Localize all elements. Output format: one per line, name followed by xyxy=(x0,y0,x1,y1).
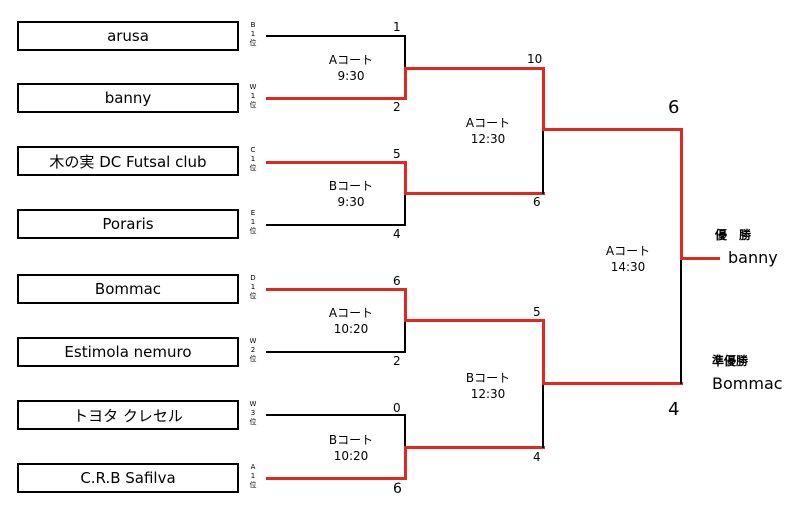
bracket-line xyxy=(404,414,406,447)
team-box: 木の実 DC Futsal club xyxy=(17,146,239,176)
bracket-line xyxy=(266,351,406,353)
score: 10 xyxy=(527,52,543,66)
bracket-line xyxy=(266,414,406,416)
score: 5 xyxy=(393,147,401,161)
score: 2 xyxy=(393,100,401,114)
team-box: Poraris xyxy=(17,209,239,239)
team-name: C.R.B Safilva xyxy=(80,469,176,487)
score: 0 xyxy=(393,401,401,415)
final-score: 6 xyxy=(668,97,680,118)
team-name: Bommac xyxy=(94,280,162,298)
bracket-line-winner xyxy=(266,161,407,164)
score: 5 xyxy=(533,305,541,319)
final-score: 4 xyxy=(668,399,680,420)
team-box: C.R.B Safilva xyxy=(17,463,239,493)
bracket-line xyxy=(680,257,682,384)
bracket-line-winner xyxy=(542,128,683,131)
bracket-line xyxy=(266,35,406,37)
score: 4 xyxy=(533,450,541,464)
score: 4 xyxy=(393,227,401,241)
bracket-line-winner xyxy=(542,319,545,385)
bracket-line-winner xyxy=(266,477,407,480)
team-name: Estimola nemuro xyxy=(64,343,192,361)
bracket-line xyxy=(542,129,544,194)
score: 1 xyxy=(393,20,401,34)
team-name: 木の実 DC Futsal club xyxy=(49,152,207,171)
bracket-line-winner xyxy=(404,67,545,70)
team-box: トヨタ クレセル xyxy=(17,400,239,430)
score: 6 xyxy=(533,195,541,209)
bracket-line-winner xyxy=(404,446,407,480)
score: 6 xyxy=(393,274,401,288)
bracket-line xyxy=(266,224,406,226)
team-box: Bommac xyxy=(17,274,239,304)
bracket-line-winner xyxy=(680,128,683,259)
bracket-line-winner xyxy=(680,257,720,260)
bracket-line xyxy=(542,384,544,448)
bracket-line-winner xyxy=(404,67,407,100)
team-name: トヨタ クレセル xyxy=(73,406,183,425)
bracket-line-winner xyxy=(266,97,406,100)
team-box: banny xyxy=(17,83,239,113)
bracket-line-winner xyxy=(404,192,545,195)
bracket-line xyxy=(404,320,406,353)
bracket-line-winner xyxy=(542,382,683,385)
team-box: arusa xyxy=(17,21,239,51)
bracket-line-winner xyxy=(542,67,545,130)
score: 2 xyxy=(393,354,401,368)
runnerup-label: 準優勝 xyxy=(712,354,749,368)
bracket-line-winner xyxy=(404,161,407,194)
champion-label: 優 勝 xyxy=(715,228,752,242)
score: 6 xyxy=(393,481,402,497)
runnerup-name: Bommac xyxy=(712,374,783,393)
team-name: arusa xyxy=(107,27,149,45)
bracket-line xyxy=(404,193,406,226)
team-box: Estimola nemuro xyxy=(17,337,239,367)
bracket-line-winner xyxy=(404,446,545,449)
bracket-line-winner xyxy=(404,288,407,321)
bracket-line-winner xyxy=(404,319,545,322)
bracket-line xyxy=(404,35,406,68)
bracket-line-winner xyxy=(266,288,407,291)
team-name: Poraris xyxy=(102,215,154,233)
team-name: banny xyxy=(104,89,152,107)
champion-name: banny xyxy=(728,248,778,267)
